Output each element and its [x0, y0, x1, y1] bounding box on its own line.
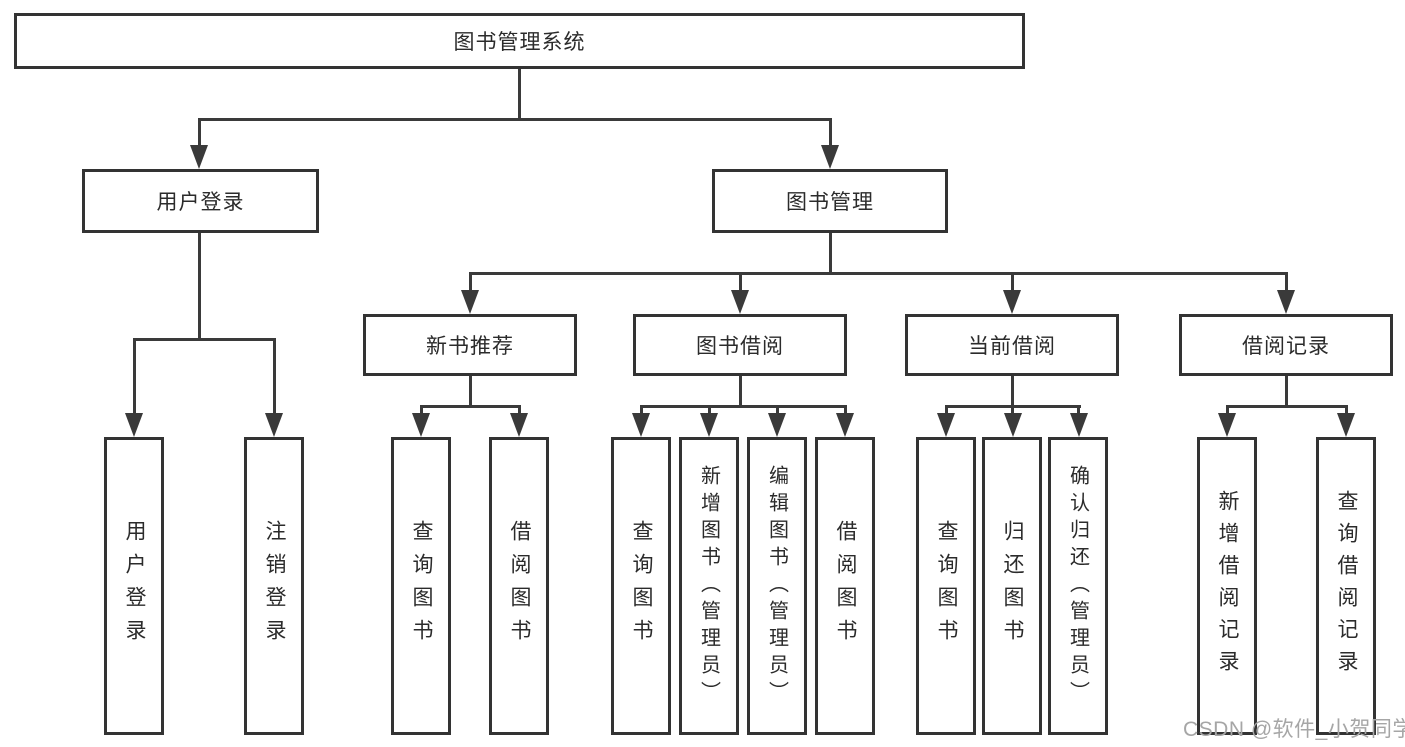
connector-stub-book-borrow	[739, 272, 742, 293]
leaf-bb-edit-books-admin-label: 编辑图书（管理员）	[765, 464, 788, 708]
leaf-br-query-record: 查询借阅记录	[1316, 437, 1376, 735]
arrowhead-down-icon	[632, 413, 650, 437]
connector-stub-current-borrow	[1011, 272, 1014, 293]
leaf-cb-return-books-label: 归还图书	[1001, 520, 1024, 652]
connector-stub	[945, 405, 948, 417]
connector-book-borrow-bus	[640, 405, 846, 408]
node-new-book: 新书推荐	[363, 314, 577, 376]
connector-stub	[1011, 405, 1014, 417]
connector-book-mgmt-drop	[829, 233, 832, 275]
arrowhead-down-icon	[1277, 290, 1295, 314]
connector-root-bus	[198, 118, 832, 121]
node-current-borrow: 当前借阅	[905, 314, 1119, 376]
arrowhead-down-icon	[1070, 413, 1088, 437]
connector-stub-borrow-record	[1285, 272, 1288, 293]
arrowhead-down-icon	[821, 145, 839, 169]
connector-stub	[1226, 405, 1229, 417]
leaf-bb-borrow-books: 借阅图书	[815, 437, 875, 735]
leaf-br-add-record: 新增借阅记录	[1197, 437, 1257, 735]
connector-stub	[708, 405, 711, 417]
node-root: 图书管理系统	[14, 13, 1025, 69]
node-user-login: 用户登录	[82, 169, 319, 233]
connector-stub	[420, 405, 423, 417]
leaf-logout-label: 注销登录	[263, 520, 286, 652]
arrowhead-down-icon	[461, 290, 479, 314]
connector-stub-book-mgmt	[829, 118, 832, 148]
connector-stub-user-login	[198, 118, 201, 148]
connector-new-book-drop	[469, 376, 472, 408]
leaf-cb-query-books: 查询图书	[916, 437, 976, 735]
node-book-mgmt: 图书管理	[712, 169, 948, 233]
node-book-borrow-label: 图书借阅	[696, 335, 784, 358]
leaf-nb-borrow-books: 借阅图书	[489, 437, 549, 735]
leaf-nb-query-books-label: 查询图书	[410, 520, 433, 652]
connector-borrow-record-drop	[1285, 376, 1288, 408]
connector-new-book-bus	[420, 405, 521, 408]
arrowhead-down-icon	[731, 290, 749, 314]
leaf-br-query-record-label: 查询借阅记录	[1335, 490, 1358, 682]
node-book-mgmt-label: 图书管理	[786, 191, 874, 214]
leaf-bb-add-books-admin: 新增图书（管理员）	[679, 437, 739, 735]
connector-stub	[518, 405, 521, 417]
connector-stub	[844, 405, 847, 417]
arrowhead-down-icon	[700, 413, 718, 437]
node-current-borrow-label: 当前借阅	[968, 335, 1056, 358]
leaf-nb-query-books: 查询图书	[391, 437, 451, 735]
node-root-label: 图书管理系统	[453, 31, 586, 54]
leaf-user-login-label: 用户登录	[123, 520, 146, 652]
arrowhead-down-icon	[510, 413, 528, 437]
node-user-login-label: 用户登录	[156, 191, 245, 214]
leaf-cb-confirm-return-admin-label: 确认归还（管理员）	[1066, 464, 1089, 708]
leaf-cb-return-books: 归还图书	[982, 437, 1042, 735]
arrowhead-down-icon	[412, 413, 430, 437]
connector-stub-new-book	[469, 272, 472, 293]
node-new-book-label: 新书推荐	[426, 335, 514, 358]
arrowhead-down-icon	[1337, 413, 1355, 437]
connector-book-borrow-drop	[739, 376, 742, 408]
connector-user-login-drop	[198, 233, 201, 341]
arrowhead-down-icon	[265, 413, 283, 437]
connector-user-login-bus	[133, 338, 276, 341]
connector-stub	[776, 405, 779, 417]
csdn-watermark: CSDN @软件_小贺同学	[1183, 718, 1405, 741]
arrowhead-down-icon	[937, 413, 955, 437]
connector-stub-leaf-user-login	[133, 338, 136, 416]
leaf-br-add-record-label: 新增借阅记录	[1216, 490, 1239, 682]
leaf-bb-query-books: 查询图书	[611, 437, 671, 735]
node-book-borrow: 图书借阅	[633, 314, 847, 376]
connector-stub	[1345, 405, 1348, 417]
arrowhead-down-icon	[1003, 290, 1021, 314]
connector-stub	[1077, 405, 1080, 417]
arrowhead-down-icon	[836, 413, 854, 437]
arrowhead-down-icon	[190, 145, 208, 169]
connector-book-mgmt-bus	[469, 272, 1288, 275]
leaf-logout: 注销登录	[244, 437, 304, 735]
connector-current-borrow-drop	[1011, 376, 1014, 408]
leaf-bb-query-books-label: 查询图书	[630, 520, 653, 652]
connector-stub	[640, 405, 643, 417]
leaf-user-login: 用户登录	[104, 437, 164, 735]
leaf-cb-confirm-return-admin: 确认归还（管理员）	[1048, 437, 1108, 735]
node-borrow-record-label: 借阅记录	[1242, 335, 1330, 358]
node-borrow-record: 借阅记录	[1179, 314, 1393, 376]
connector-stub-leaf-logout	[273, 338, 276, 416]
leaf-bb-add-books-admin-label: 新增图书（管理员）	[697, 464, 720, 708]
leaf-bb-borrow-books-label: 借阅图书	[834, 520, 857, 652]
arrowhead-down-icon	[1004, 413, 1022, 437]
connector-root-drop	[518, 69, 521, 121]
arrowhead-down-icon	[768, 413, 786, 437]
leaf-nb-borrow-books-label: 借阅图书	[508, 520, 531, 652]
leaf-bb-edit-books-admin: 编辑图书（管理员）	[747, 437, 807, 735]
leaf-cb-query-books-label: 查询图书	[935, 520, 958, 652]
connector-borrow-record-bus	[1226, 405, 1348, 408]
arrowhead-down-icon	[125, 413, 143, 437]
arrowhead-down-icon	[1218, 413, 1236, 437]
